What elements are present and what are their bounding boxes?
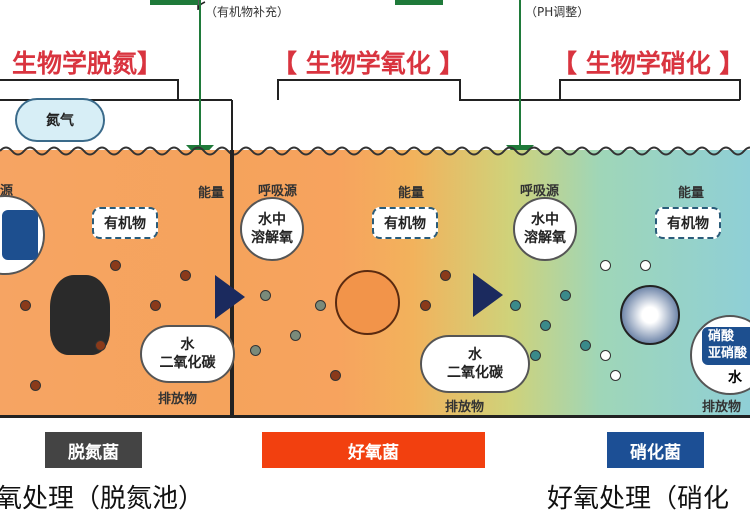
title-nitrification: 【 生物学硝化 】 — [552, 49, 745, 78]
nitrifying-bacteria-character — [620, 285, 680, 345]
organic-box: 有机物 — [372, 207, 438, 239]
dissolved-oxygen-bubble: 水中 溶解氧 — [513, 197, 577, 261]
water-text: 水 — [180, 336, 195, 353]
particle — [510, 300, 521, 311]
particle — [610, 370, 621, 381]
nitrate-text: 硝酸 — [708, 329, 735, 344]
ph-adjust-note: （PH调整） — [525, 5, 590, 19]
flow-arrow-icon — [215, 275, 245, 319]
particle — [640, 260, 651, 271]
organic-supplement-note: （有机物补充） — [205, 5, 290, 19]
co2-text: 二氧化碳 — [447, 365, 503, 381]
discharge-label: 排放物 — [158, 392, 198, 407]
particle — [440, 270, 451, 281]
water-text: 水 — [728, 369, 742, 386]
particle — [600, 350, 611, 361]
particle — [560, 290, 571, 301]
tag-aerobic-bacteria: 好氧菌 — [262, 432, 485, 468]
energy-label: 能量 — [678, 186, 705, 201]
output-bubble-left: 水二氧化碳 — [140, 325, 235, 383]
particle — [540, 320, 551, 331]
energy-label: 能量 — [398, 186, 425, 201]
flow-arrow-icon — [473, 273, 503, 317]
water-text: 水 — [468, 346, 482, 363]
discharge-label: 排放物 — [445, 400, 485, 415]
organic-box: 有机物 — [655, 207, 721, 239]
source-label: 呼吸源 — [520, 184, 560, 199]
title-oxidation: 【 生物学氧化 】 — [272, 49, 465, 78]
particle — [290, 330, 301, 341]
particle — [420, 300, 431, 311]
particle — [580, 340, 591, 351]
organic-box: 有机物 — [92, 207, 158, 239]
particle — [260, 290, 271, 301]
source-label: 呼吸源 — [258, 184, 298, 199]
particle — [600, 260, 611, 271]
particle — [110, 260, 121, 271]
particle — [530, 350, 541, 361]
particle — [95, 340, 106, 351]
dissolved-oxygen-bubble: 水中 溶解氧 — [240, 197, 304, 261]
title-denitrification: 生物学脱氮】 — [12, 49, 163, 78]
particle — [180, 270, 191, 281]
output-bubble-right: 硝酸亚硝酸 水 — [690, 315, 750, 395]
particle — [330, 370, 341, 381]
particle — [150, 300, 161, 311]
particle — [315, 300, 326, 311]
water-surface — [0, 146, 750, 156]
caption-anoxic: 氧处理（脱氮池） — [0, 484, 205, 514]
energy-label: 能量 — [198, 186, 225, 201]
tag-denitrifying-bacteria: 脱氮菌 — [45, 432, 142, 468]
particle — [20, 300, 31, 311]
co2-text: 二氧化碳 — [159, 355, 216, 371]
nitrite-text: 亚硝酸 — [708, 345, 748, 361]
tag-nitrifying-bacteria: 硝化菌 — [607, 432, 704, 468]
discharge-label: 排放物 — [702, 400, 742, 415]
particle — [250, 345, 261, 356]
aerobic-bacteria-character — [335, 270, 400, 335]
caption-aerobic: 好氧处理（硝化 — [547, 484, 730, 514]
output-bubble-middle: 水二氧化碳 — [420, 335, 530, 393]
particle — [30, 380, 41, 391]
nitrogen-gas-cloud: 氮气 — [15, 98, 105, 142]
